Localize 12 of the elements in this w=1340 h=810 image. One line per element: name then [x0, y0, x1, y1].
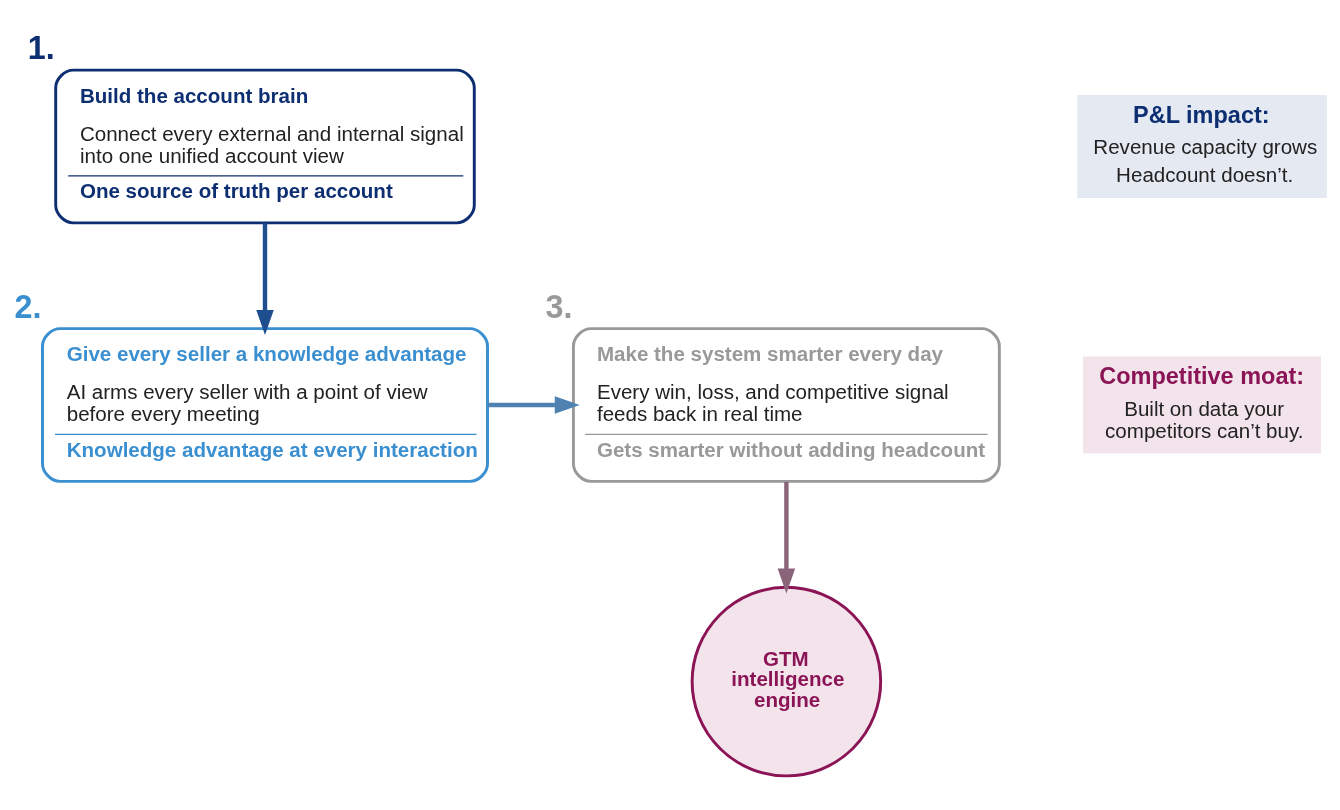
node-box: Make the system smarter every day Every win, loss, and competitive signal feeds back in real time Gets smarter without adding headcount	[571, 326, 1001, 483]
node-box: Build the account brain Connect every external and internal signal into one unified account view One source of truth per account	[54, 68, 476, 224]
node-box: P&L impact: Revenue capacity grows Headcount doesn’t.	[1077, 94, 1327, 198]
arrow	[256, 222, 274, 335]
node-circle: GTM intelligence engine	[690, 585, 883, 777]
node-label: 3.	[545, 288, 573, 325]
node-box: Competitive moat: Built on data your competitors can’t buy.	[1083, 356, 1321, 453]
node-label: 2.	[14, 288, 42, 325]
arrow	[488, 395, 580, 414]
node-box: Give every seller a knowledge advantage AI arms every seller with a point of view before every meeting Knowledge advantage at every interaction	[41, 326, 489, 483]
arrow	[777, 481, 796, 593]
node-label: 1.	[27, 29, 55, 66]
